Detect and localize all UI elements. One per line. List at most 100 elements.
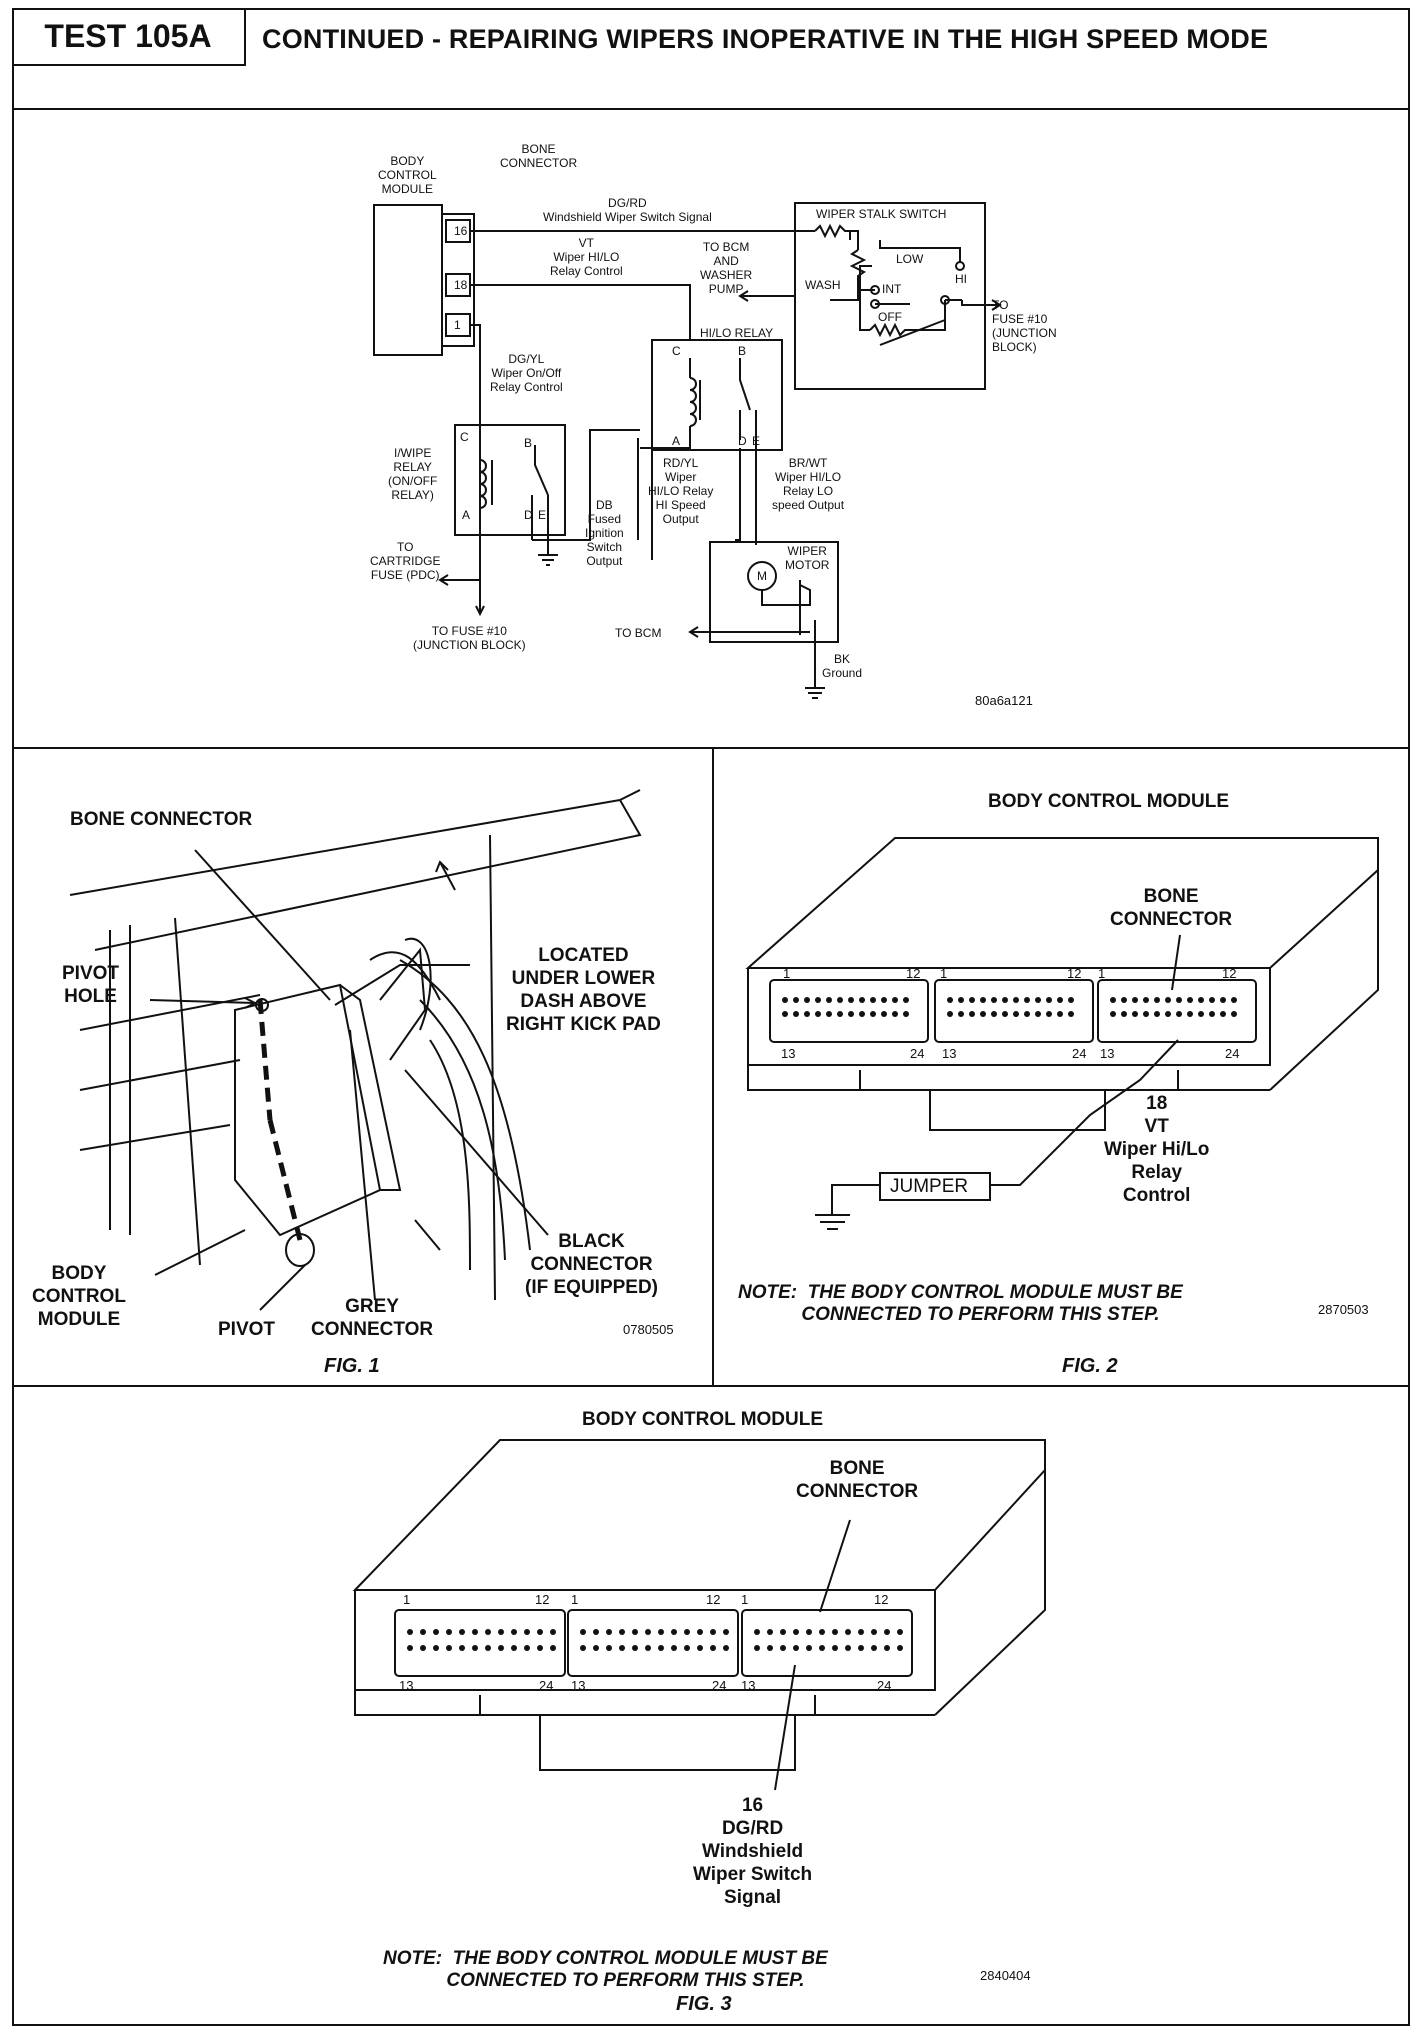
schematic-pin-16: 16 [454, 224, 468, 238]
divider-figures [12, 1385, 1410, 1387]
schematic-switch-low: LOW [896, 252, 924, 266]
divider-schematic [12, 747, 1410, 749]
fig1-code: 0780505 [623, 1322, 674, 1337]
fig3-module [352, 1439, 1046, 1791]
schematic-switch-wash: WASH [805, 278, 841, 292]
schematic-motor-symbol: M [757, 569, 767, 583]
fig3-pin-24a: 24 [539, 1678, 554, 1693]
fig3-pin-13c: 13 [741, 1678, 756, 1693]
fig3-pin-12b: 12 [706, 1592, 721, 1607]
fig3-bone-connector-label: BONE CONNECTOR [796, 1458, 919, 1502]
schematic-hilo-pin-a: A [672, 434, 681, 448]
page-frame [12, 8, 1410, 2026]
fig3-caption: FIG. 3 [676, 1993, 732, 2015]
schematic-to-bcm-label: TO BCM [615, 626, 662, 640]
wiring-schematic [373, 202, 1002, 699]
schematic-wiper-stalk-switch [794, 202, 986, 390]
schematic-iwipe-pin-d: D [524, 508, 533, 522]
fig1-black-connector-label: BLACK CONNECTOR (IF EQUIPPED) [525, 1231, 659, 1298]
schematic-pin-18: 18 [454, 278, 468, 292]
fig3-title: BODY CONTROL MODULE [582, 1409, 824, 1430]
fig2-pin-1a: 1 [783, 966, 791, 981]
fig3-pin-24b: 24 [712, 1678, 727, 1693]
fig3-pin-12c: 12 [874, 1592, 889, 1607]
fig2-pin-12c: 12 [1222, 966, 1237, 981]
fig3-pin-label: 16 DG/RD Windshield Wiper Switch Signal [693, 1795, 813, 1908]
fig2-bone-connector-label: BONE CONNECTOR [1110, 886, 1233, 930]
schematic-hilo-pin-b: B [738, 344, 747, 358]
fig3-note: NOTE: THE BODY CONTROL MODULE MUST BE CO… [383, 1948, 828, 1991]
schematic-iwipe-pin-b: B [524, 436, 533, 450]
test-number: TEST 105A [12, 8, 246, 66]
fig2-pin-1b: 1 [940, 966, 948, 981]
fig3-pin-12a: 12 [535, 1592, 550, 1607]
fig3-pin-1c: 1 [741, 1592, 749, 1607]
schematic-bcm-box [373, 204, 443, 356]
fig2-pin-13b: 13 [942, 1046, 957, 1061]
schematic-to-fuse10-bottom: TO FUSE #10 (JUNCTION BLOCK) [413, 624, 526, 652]
fig3-pin-13b: 13 [571, 1678, 586, 1693]
schematic-iwipe-relay-label: I/WIPE RELAY (ON/OFF RELAY) [388, 446, 438, 502]
schematic-bone-connector-box [441, 213, 475, 347]
fig1-pivot-label: PIVOT [218, 1319, 276, 1340]
schematic-to-cartridge-label: TO CARTRIDGE FUSE (PDC) [370, 540, 441, 582]
fig1-body-control-module-label: BODY CONTROL MODULE [32, 1263, 126, 1330]
schematic-iwipe-pin-a: A [462, 508, 471, 522]
schematic-hilo-relay [651, 339, 783, 451]
page-title: CONTINUED - REPAIRING WIPERS INOPERATIVE… [262, 24, 1269, 54]
schematic-switch-off: OFF [878, 310, 902, 324]
fig2-pin-24c: 24 [1225, 1046, 1240, 1061]
fig2-pin-13a: 13 [781, 1046, 796, 1061]
fig3-pin-1b: 1 [571, 1592, 579, 1607]
fig2-jumper-label: JUMPER [890, 1176, 969, 1197]
schematic-iwipe-pin-e: E [538, 508, 547, 522]
fig2-pin-12b: 12 [1067, 966, 1082, 981]
fig3-pin-24c: 24 [877, 1678, 892, 1693]
fig1-illustration [69, 789, 642, 1311]
schematic-pin-1: 1 [454, 318, 461, 332]
fig2-module [745, 837, 1379, 1230]
divider-header [12, 108, 1410, 110]
fig2-pin-label: 18 VT Wiper Hi/Lo Relay Control [1104, 1093, 1210, 1206]
divider-fig1-fig2 [712, 747, 714, 1385]
fig2-pin-1c: 1 [1098, 966, 1106, 981]
schematic-bcm-label: BODY CONTROL MODULE [378, 154, 437, 196]
schematic-switch-int: INT [882, 282, 902, 296]
schematic-wiper-motor [709, 541, 839, 643]
schematic-wiper-stalk-switch-label: WIPER STALK SWITCH [816, 207, 947, 221]
fig3-code: 2840404 [980, 1968, 1031, 1983]
fig1-bone-connector-label: BONE CONNECTOR [70, 809, 253, 830]
schematic-bk-ground-label: BK Ground [822, 652, 863, 680]
schematic-bone-connector-label: BONE CONNECTOR [500, 142, 578, 170]
schematic-db-fused-label: DB Fused Ignition Switch Output [585, 498, 624, 568]
schematic-vt-label: VT Wiper HI/LO Relay Control [550, 236, 623, 278]
schematic-brwt-label: BR/WT Wiper HI/LO Relay LO speed Output [772, 456, 845, 512]
connector-pin-dots [407, 997, 1237, 1651]
schematic-to-bcm-washer-label: TO BCM AND WASHER PUMP [700, 240, 753, 296]
schematic-hilo-pin-c: C [672, 344, 681, 358]
schematic-dgrd-label: DG/RD Windshield Wiper Switch Signal [543, 196, 712, 224]
schematic-iwipe-relay [454, 424, 566, 536]
fig1-pivot-hole-label: PIVOT HOLE [62, 963, 120, 1007]
fig2-title: BODY CONTROL MODULE [988, 791, 1230, 812]
schematic-code: 80a6a121 [975, 693, 1033, 708]
fig2-caption: FIG. 2 [1062, 1355, 1118, 1377]
schematic-dgyl-label: DG/YL Wiper On/Off Relay Control [490, 352, 563, 394]
fig2-pin-24b: 24 [1072, 1046, 1087, 1061]
schematic-wiper-motor-label: WIPER MOTOR [785, 544, 830, 572]
fig3-pin-1a: 1 [403, 1592, 411, 1607]
schematic-to-fuse10-jb: TO FUSE #10 (JUNCTION BLOCK) [992, 298, 1057, 354]
fig2-pin-24a: 24 [910, 1046, 925, 1061]
fig1-located-label: LOCATED UNDER LOWER DASH ABOVE RIGHT KIC… [506, 945, 661, 1035]
fig3-pin-13a: 13 [399, 1678, 414, 1693]
schematic-iwipe-pin-c: C [460, 430, 469, 444]
fig2-code: 2870503 [1318, 1302, 1369, 1317]
schematic-hilo-relay-label: HI/LO RELAY [700, 326, 774, 340]
schematic-hilo-pin-d: D [738, 434, 747, 448]
fig1-caption: FIG. 1 [324, 1355, 380, 1377]
schematic-hilo-pin-e: E [752, 434, 761, 448]
schematic-rdyl-label: RD/YL Wiper HI/LO Relay HI Speed Output [648, 456, 714, 526]
fig1-grey-connector-label: GREY CONNECTOR [311, 1296, 434, 1340]
fig2-pin-13c: 13 [1100, 1046, 1115, 1061]
